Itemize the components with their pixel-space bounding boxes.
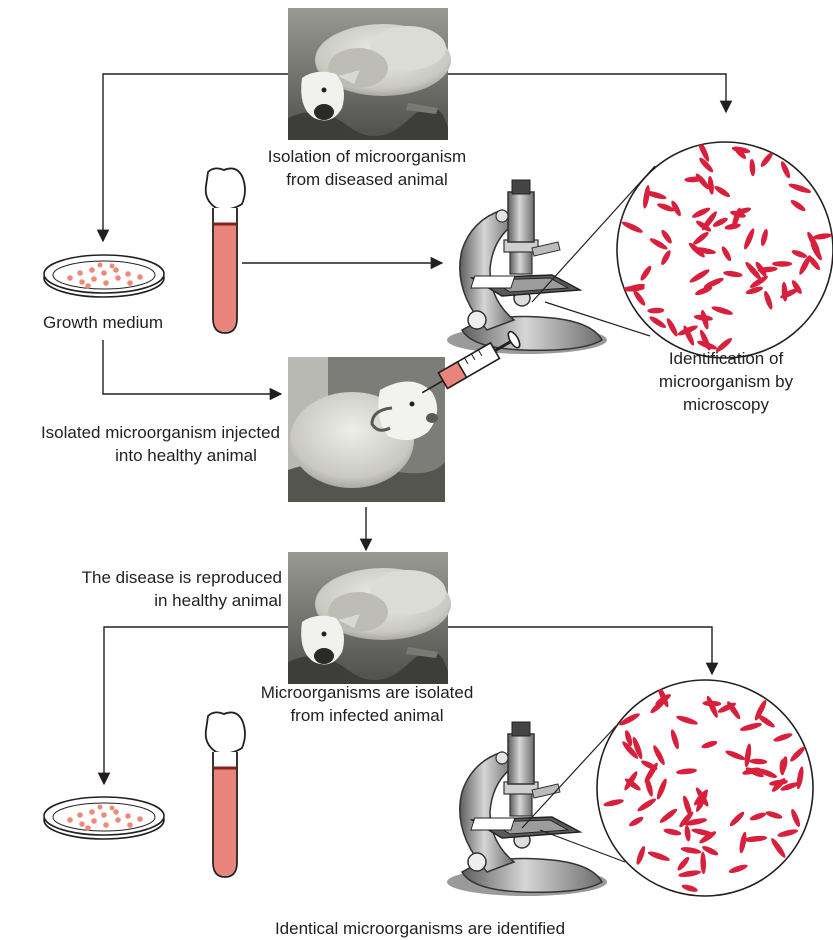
injection-caption-line2: into healthy animal — [115, 446, 257, 465]
bacterium-rod — [772, 261, 792, 267]
petri-dish-bottom — [44, 797, 164, 839]
injection-caption: Isolated microorganism injected into hea… — [41, 423, 280, 465]
infected-sheep-photo — [288, 552, 451, 684]
reproduced-caption-line2: in healthy animal — [154, 591, 282, 610]
diseased-sheep-photo — [288, 8, 451, 140]
arrow-growth-to-healthy-sheep — [103, 340, 281, 394]
identical-caption: Identical microorganisms are identified — [275, 919, 565, 938]
arrow-infected-to-bacteria-view — [447, 627, 712, 674]
identification-caption-line3: microscopy — [683, 395, 769, 414]
identification-caption: Identification of microorganism by micro… — [659, 349, 794, 414]
isolation-caption: Isolation of microorganism from diseased… — [268, 147, 466, 189]
isolation-caption-line2: from diseased animal — [286, 170, 448, 189]
injection-caption-line1: Isolated microorganism injected — [41, 423, 280, 442]
test-tube-top — [206, 168, 245, 333]
reisolation-caption: Microorganisms are isolated from infecte… — [261, 683, 474, 725]
arrow-sheep-to-bacteria-view — [447, 74, 726, 112]
reproduced-caption: The disease is reproduced in healthy ani… — [82, 568, 282, 610]
microscope-top — [447, 180, 607, 354]
petri-dish-top — [44, 255, 164, 297]
reproduced-caption-line1: The disease is reproduced — [82, 568, 282, 587]
reisolation-caption-line1: Microorganisms are isolated — [261, 683, 474, 702]
arrow-infected-to-dish — [104, 627, 288, 784]
growth-medium-label: Growth medium — [43, 313, 163, 332]
microscope-bottom — [447, 722, 607, 896]
reisolation-caption-line2: from infected animal — [290, 706, 443, 725]
bacterium-rod — [780, 759, 786, 775]
identification-caption-line1: Identification of — [669, 349, 784, 368]
healthy-sheep-photo — [288, 357, 445, 502]
test-tube-bottom — [206, 712, 245, 877]
identification-caption-line2: microorganism by — [659, 372, 794, 391]
isolation-caption-line1: Isolation of microorganism — [268, 147, 466, 166]
arrow-sheep-to-dish — [103, 74, 288, 241]
